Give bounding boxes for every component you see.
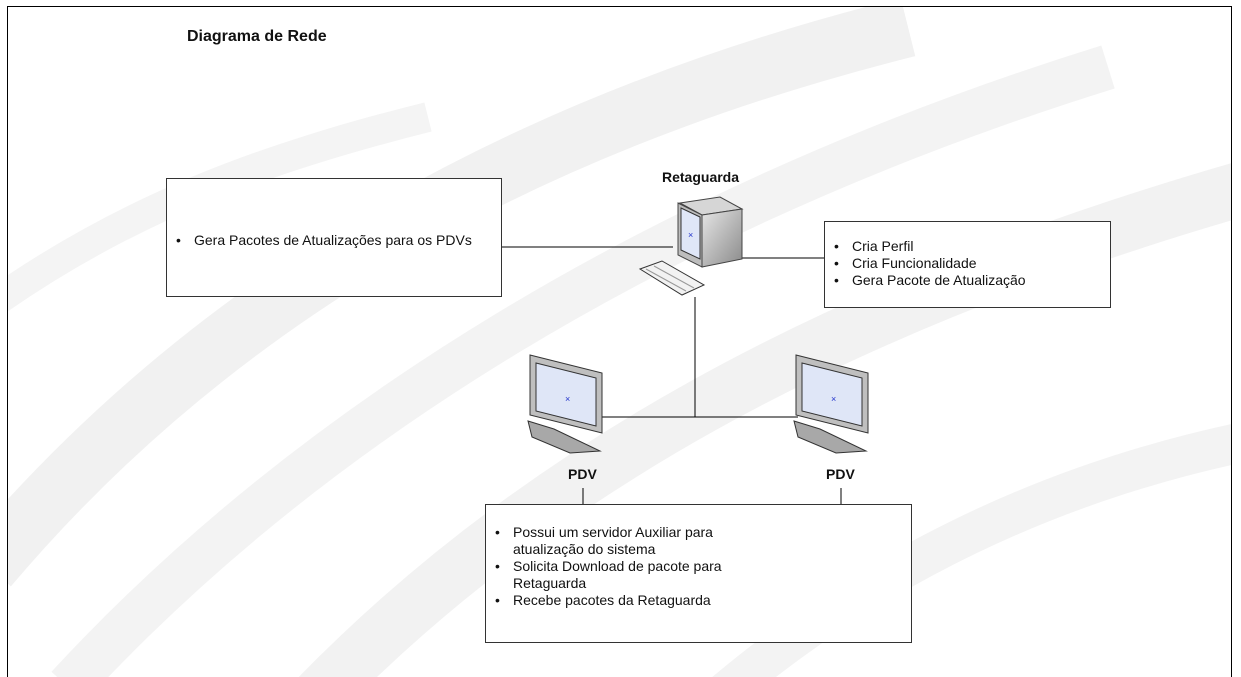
note-right-item: Gera Pacote de Atualização	[825, 272, 1110, 289]
note-left: Gera Pacotes de Atualizações para os PDV…	[166, 178, 502, 297]
pdv-left-monitor-icon: ×	[527, 354, 603, 454]
svg-text:×: ×	[565, 394, 570, 404]
connection-lines	[502, 246, 842, 504]
note-left-list: Gera Pacotes de Atualizações para os PDV…	[167, 232, 501, 249]
note-bottom: Possui um servidor Auxiliar para atualiz…	[485, 504, 912, 643]
note-right-list: Cria Perfil Cria Funcionalidade Gera Pac…	[825, 238, 1110, 289]
note-bottom-list: Possui um servidor Auxiliar para atualiz…	[486, 524, 786, 609]
svg-text:×: ×	[688, 230, 693, 240]
diagram-canvas: Diagrama de Rede Retaguarda	[7, 6, 1232, 677]
diagram-title: Diagrama de Rede	[187, 28, 327, 45]
note-bottom-item: Solicita Download de pacote para Retagua…	[486, 558, 786, 592]
retaguarda-label: Retaguarda	[662, 169, 740, 185]
note-right: Cria Perfil Cria Funcionalidade Gera Pac…	[824, 221, 1111, 308]
pdv-right-label: PDV	[826, 466, 855, 482]
note-bottom-item: Possui um servidor Auxiliar para atualiz…	[486, 524, 786, 558]
note-right-item: Cria Funcionalidade	[825, 255, 1110, 272]
pdv-left-label: PDV	[568, 466, 597, 482]
note-bottom-item: Recebe pacotes da Retaguarda	[486, 592, 786, 609]
note-left-item: Gera Pacotes de Atualizações para os PDV…	[167, 232, 501, 249]
note-right-item: Cria Perfil	[825, 238, 1110, 255]
pdv-right-monitor-icon: ×	[793, 354, 869, 454]
svg-text:×: ×	[831, 394, 836, 404]
desktop-computer-icon: ×	[638, 196, 744, 296]
